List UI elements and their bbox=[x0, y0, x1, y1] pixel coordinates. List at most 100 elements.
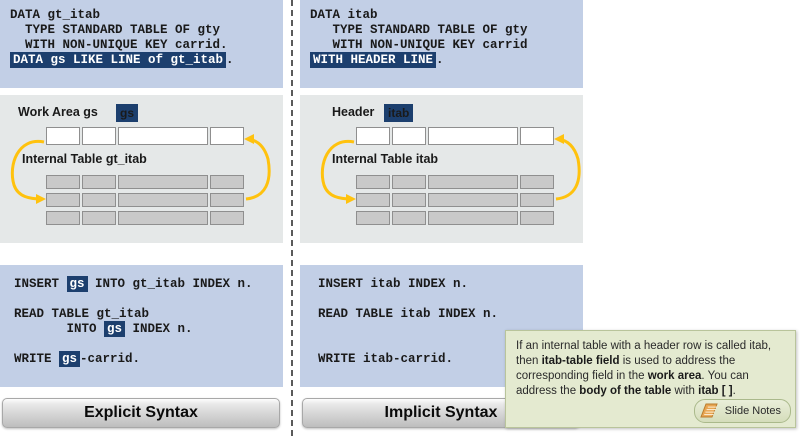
tooltip-emphasis: work area bbox=[647, 370, 702, 382]
code-text: . bbox=[436, 53, 444, 67]
table-cell-r1c1 bbox=[356, 175, 390, 189]
code-line: WITH NON-UNIQUE KEY carrid. bbox=[10, 38, 234, 53]
table-cell-r2c4 bbox=[520, 193, 554, 207]
code-text: INTO gt_itab INDEX n. bbox=[87, 277, 253, 291]
table-cell-r2c3 bbox=[428, 193, 518, 207]
code-text: . bbox=[226, 53, 234, 67]
code-line: INSERT itab INDEX n. bbox=[318, 277, 498, 292]
panel-divider bbox=[291, 0, 293, 436]
code-highlight: DATA gs LIKE LINE of gt_itab bbox=[10, 52, 227, 68]
code-line bbox=[318, 337, 498, 352]
code-line: INTO gs INDEX n. bbox=[14, 321, 253, 337]
code-line: DATA gs LIKE LINE of gt_itab. bbox=[10, 52, 234, 68]
code-line: DATA gt_itab bbox=[10, 8, 234, 23]
table-cell-r2c4 bbox=[210, 193, 244, 207]
code-text: TYPE STANDARD TABLE OF gty bbox=[310, 23, 528, 37]
code-text: DATA gt_itab bbox=[10, 8, 101, 22]
code-text: INSERT bbox=[14, 277, 67, 291]
header-cell-2 bbox=[392, 127, 426, 145]
table-cell-r3c3 bbox=[118, 211, 208, 225]
code-line bbox=[318, 292, 498, 307]
code-line: WRITE gs-carrid. bbox=[14, 351, 253, 367]
right-statement-lines: INSERT itab INDEX n. READ TABLE itab IND… bbox=[318, 277, 498, 367]
right-caption-text: Implicit Syntax bbox=[384, 404, 498, 421]
code-line: INSERT gs INTO gt_itab INDEX n. bbox=[14, 276, 253, 292]
code-highlight: gs bbox=[104, 321, 126, 337]
slide-notes-text: If an internal table with a header row i… bbox=[516, 339, 785, 399]
work-area-cell-3 bbox=[118, 127, 208, 145]
work-area-cell-2 bbox=[82, 127, 116, 145]
table-cell-r1c2 bbox=[392, 175, 426, 189]
code-text: DATA itab bbox=[310, 8, 378, 22]
right-header-label: Header bbox=[332, 105, 375, 119]
left-caption-text: Explicit Syntax bbox=[84, 404, 198, 421]
left-internal-table-label: Internal Table gt_itab bbox=[22, 152, 147, 166]
code-highlight: gs bbox=[66, 276, 88, 292]
header-cell-1 bbox=[356, 127, 390, 145]
code-line: TYPE STANDARD TABLE OF gty bbox=[310, 23, 528, 38]
code-text: READ TABLE itab INDEX n. bbox=[318, 307, 499, 321]
table-cell-r1c4 bbox=[520, 175, 554, 189]
tooltip-run: . bbox=[732, 385, 736, 397]
right-diagram: Header itab Internal Table itab bbox=[300, 95, 583, 243]
code-line: READ TABLE itab INDEX n. bbox=[318, 307, 498, 322]
tooltip-run: If an internal table with a header row i… bbox=[516, 340, 772, 367]
code-text: INTO bbox=[14, 322, 105, 336]
code-line bbox=[14, 337, 253, 352]
right-declaration-code: DATA itab TYPE STANDARD TABLE OF gty WIT… bbox=[300, 0, 583, 88]
slide-notes-button[interactable]: Slide Notes bbox=[693, 399, 791, 423]
notepad-icon bbox=[700, 403, 718, 417]
tooltip-emphasis: itab-table field bbox=[541, 355, 620, 367]
code-text: WRITE bbox=[14, 352, 60, 366]
table-cell-r2c1 bbox=[356, 193, 390, 207]
table-cell-r3c1 bbox=[46, 211, 80, 225]
code-line bbox=[14, 292, 253, 307]
left-work-area-badge: gs bbox=[116, 104, 139, 122]
table-cell-r3c4 bbox=[210, 211, 244, 225]
table-cell-r3c2 bbox=[392, 211, 426, 225]
code-line: WITH HEADER LINE. bbox=[310, 52, 528, 68]
header-cell-3 bbox=[428, 127, 518, 145]
work-area-cell-1 bbox=[46, 127, 80, 145]
table-cell-r1c2 bbox=[82, 175, 116, 189]
code-text: INDEX n. bbox=[125, 322, 193, 336]
code-text: TYPE STANDARD TABLE OF gty bbox=[10, 23, 221, 37]
table-cell-r2c2 bbox=[82, 193, 116, 207]
code-text: READ TABLE gt_itab bbox=[14, 307, 150, 321]
left-work-area-label: Work Area gs bbox=[18, 105, 98, 119]
table-cell-r1c1 bbox=[46, 175, 80, 189]
table-cell-r1c4 bbox=[210, 175, 244, 189]
table-cell-r2c1 bbox=[46, 193, 80, 207]
tooltip-run: with bbox=[671, 385, 699, 397]
table-cell-r3c3 bbox=[428, 211, 518, 225]
implicit-syntax-panel: DATA itab TYPE STANDARD TABLE OF gty WIT… bbox=[300, 0, 583, 436]
table-cell-r2c3 bbox=[118, 193, 208, 207]
table-cell-r1c3 bbox=[118, 175, 208, 189]
tooltip-emphasis: body of the table bbox=[579, 385, 672, 397]
code-line bbox=[318, 322, 498, 337]
header-cell-4 bbox=[520, 127, 554, 145]
left-diagram: Work Area gs gs Internal Table gt_itab bbox=[0, 95, 283, 243]
table-cell-r3c2 bbox=[82, 211, 116, 225]
table-cell-r2c2 bbox=[392, 193, 426, 207]
right-header-badge: itab bbox=[384, 104, 414, 122]
code-text: INSERT itab INDEX n. bbox=[318, 277, 469, 291]
tooltip-run: is used to address the corresponding fie… bbox=[516, 355, 736, 382]
code-text: WITH NON-UNIQUE KEY carrid bbox=[310, 38, 528, 52]
code-line: DATA itab bbox=[310, 8, 528, 23]
left-caption-bar[interactable]: Explicit Syntax bbox=[2, 398, 280, 428]
right-internal-table-label: Internal Table itab bbox=[332, 152, 439, 166]
code-text: WRITE itab-carrid. bbox=[318, 352, 454, 366]
code-line: WITH NON-UNIQUE KEY carrid bbox=[310, 38, 528, 53]
code-line: READ TABLE gt_itab bbox=[14, 307, 253, 322]
explicit-syntax-panel: DATA gt_itab TYPE STANDARD TABLE OF gty … bbox=[0, 0, 283, 436]
left-declaration-code: DATA gt_itab TYPE STANDARD TABLE OF gty … bbox=[0, 0, 283, 88]
code-text: WITH NON-UNIQUE KEY carrid. bbox=[10, 38, 228, 52]
slide-notes-label: Slide Notes bbox=[724, 405, 781, 417]
code-text: -carrid. bbox=[80, 352, 141, 366]
table-cell-r3c4 bbox=[520, 211, 554, 225]
tooltip-emphasis: itab [ ] bbox=[698, 385, 733, 397]
left-statement-lines: INSERT gs INTO gt_itab INDEX n. READ TAB… bbox=[14, 276, 253, 367]
left-declaration-lines: DATA gt_itab TYPE STANDARD TABLE OF gty … bbox=[10, 8, 234, 68]
left-statements-code: INSERT gs INTO gt_itab INDEX n. READ TAB… bbox=[0, 265, 283, 387]
